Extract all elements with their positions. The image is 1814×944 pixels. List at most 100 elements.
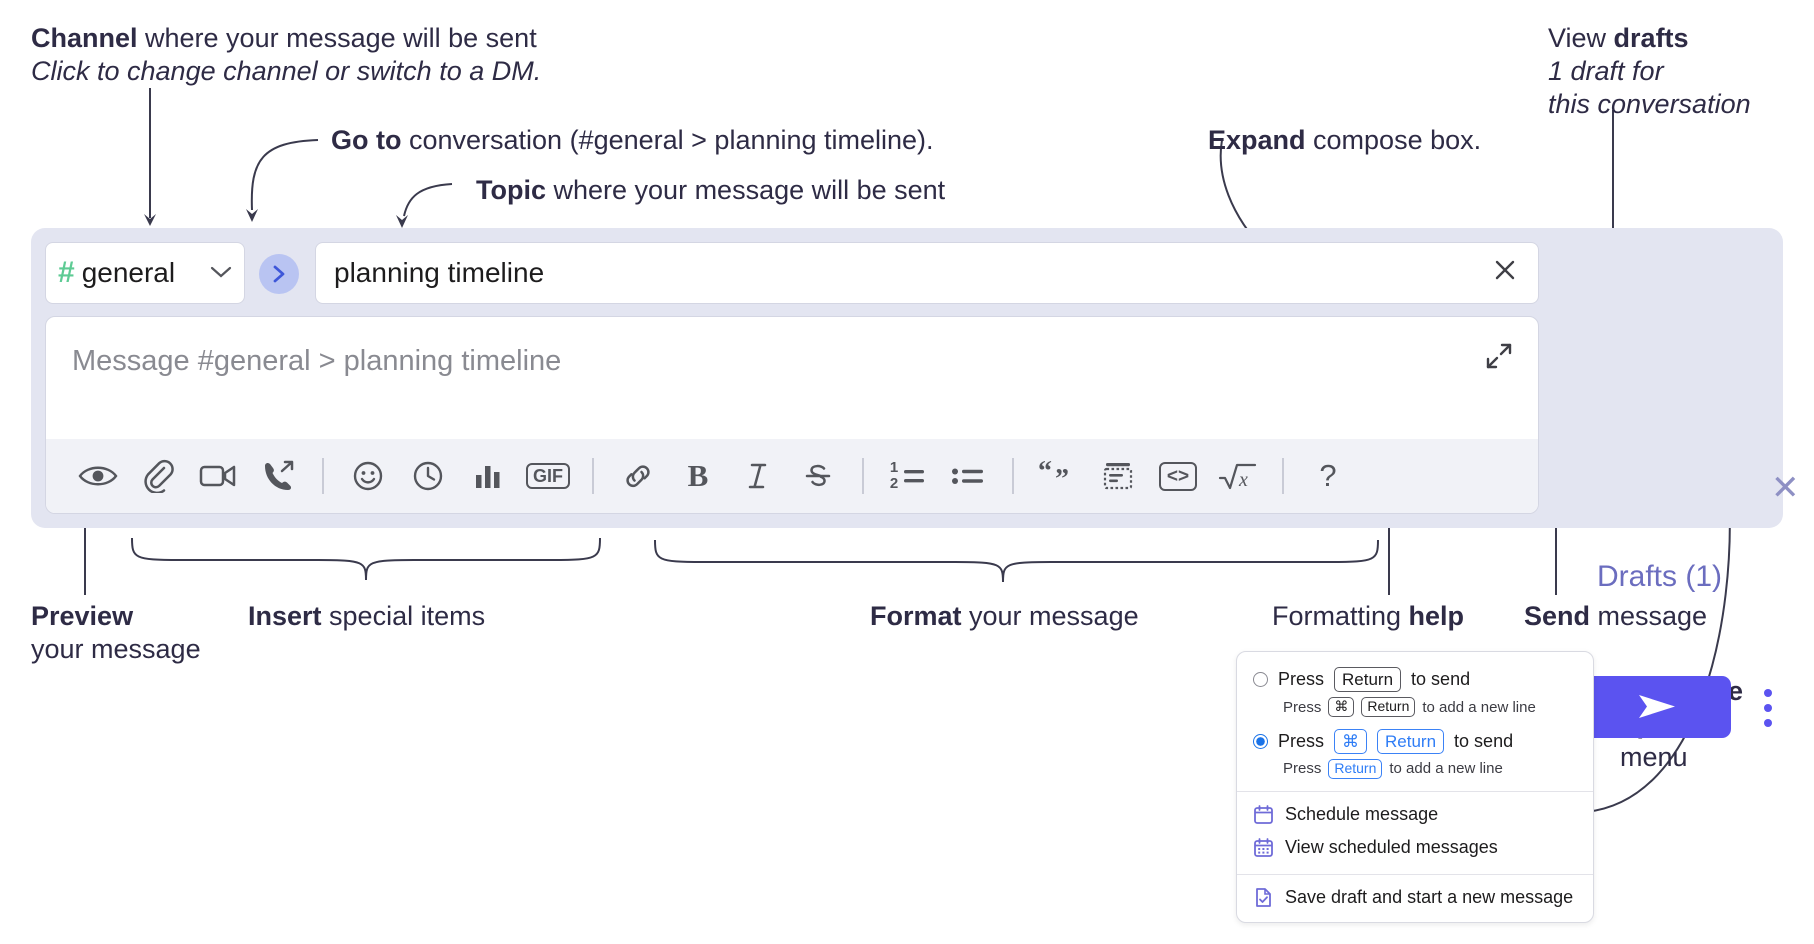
annotation-help-bold: help bbox=[1408, 601, 1465, 631]
formatting-toolbar: GIF B bbox=[46, 439, 1538, 513]
annotation-format-bold: Format bbox=[870, 601, 962, 631]
bold-icon[interactable]: B bbox=[668, 446, 728, 506]
blockquote-icon[interactable]: “ ” bbox=[1028, 446, 1088, 506]
video-camera-icon[interactable] bbox=[188, 446, 248, 506]
annotation-drafts-italic1: 1 draft for bbox=[1548, 55, 1664, 86]
compose-panel: ✕ Drafts (1) # general planning timeline bbox=[31, 228, 1800, 738]
ol-num-1: 1 bbox=[889, 459, 899, 477]
send-paper-plane-icon bbox=[1639, 695, 1675, 718]
toolbar-separator bbox=[1012, 458, 1014, 494]
annotation-drafts: View drafts 1 draft for this conversatio… bbox=[1548, 22, 1751, 121]
math-icon[interactable]: x bbox=[1208, 446, 1268, 506]
menu-radio-option-cmd-return[interactable]: Press ⌘ Return to send bbox=[1237, 726, 1593, 757]
drafts-link[interactable]: Drafts (1) bbox=[1597, 560, 1723, 593]
panel-close-icon[interactable]: ✕ bbox=[1771, 469, 1800, 507]
radio-unselected-icon bbox=[1253, 672, 1268, 688]
option1-sub-tail: to add a new line bbox=[1422, 698, 1536, 716]
annotation-send-bold: Send bbox=[1524, 601, 1591, 631]
kebab-dot bbox=[1764, 719, 1772, 727]
kebab-dot bbox=[1764, 704, 1772, 712]
toolbar-separator bbox=[592, 458, 594, 494]
annotation-format-rest: your message bbox=[961, 601, 1139, 631]
help-icon[interactable]: ? bbox=[1298, 446, 1358, 506]
strikethrough-icon[interactable] bbox=[788, 446, 848, 506]
send-button[interactable] bbox=[1583, 676, 1731, 738]
annotation-goto-bold: Go to bbox=[331, 125, 402, 155]
annotation-channel-bold: Channel bbox=[31, 23, 138, 53]
message-input-box[interactable]: Message #general > planning timeline bbox=[45, 316, 1539, 514]
menu-radio-option-return[interactable]: Press Return to send bbox=[1237, 664, 1593, 695]
preview-icon[interactable] bbox=[68, 446, 128, 506]
menu-divider bbox=[1237, 873, 1593, 875]
menu-item-label: Schedule message bbox=[1285, 803, 1439, 824]
code-label: <> bbox=[1158, 461, 1198, 491]
ordered-list-icon[interactable]: 1 2 bbox=[878, 446, 938, 506]
annotation-channel: Channel where your message will be sent … bbox=[31, 22, 541, 88]
emoji-icon[interactable] bbox=[338, 446, 398, 506]
channel-name: general bbox=[81, 257, 176, 288]
expand-compose-button[interactable] bbox=[1482, 339, 1516, 373]
help-label: ? bbox=[1319, 458, 1337, 493]
compose-options-menu: Press Return to send Press ⌘ Return to a… bbox=[1236, 651, 1594, 923]
link-icon[interactable] bbox=[608, 446, 668, 506]
annotation-format: Format your message bbox=[870, 600, 1139, 633]
menu-item-schedule-message[interactable]: Schedule message bbox=[1237, 798, 1593, 831]
ordered-list-numbers: 1 2 bbox=[890, 460, 898, 492]
annotation-preview-line2: your message bbox=[31, 633, 201, 664]
annotation-send: Send message bbox=[1524, 600, 1707, 633]
poll-icon[interactable] bbox=[458, 446, 518, 506]
option1-key-return: Return bbox=[1334, 667, 1402, 693]
option1-sub-press: Press bbox=[1283, 698, 1322, 716]
annotation-drafts-bold: drafts bbox=[1613, 23, 1689, 53]
clock-icon[interactable] bbox=[398, 446, 458, 506]
svg-text:“: “ bbox=[1038, 461, 1052, 487]
annotation-preview-bold: Preview bbox=[31, 601, 134, 631]
bulleted-list-icon[interactable] bbox=[938, 446, 998, 506]
code-block-icon[interactable] bbox=[1088, 446, 1148, 506]
audio-clip-icon[interactable] bbox=[248, 446, 308, 506]
italic-icon[interactable] bbox=[728, 446, 788, 506]
topic-clear-icon[interactable] bbox=[1490, 255, 1520, 291]
svg-text:x: x bbox=[1238, 469, 1248, 491]
ol-num-2: 2 bbox=[889, 475, 899, 492]
annotation-preview: Preview your message bbox=[31, 600, 201, 666]
option1-press: Press bbox=[1278, 669, 1325, 690]
menu-item-save-draft[interactable]: Save draft and start a new message bbox=[1237, 881, 1593, 914]
annotation-topic-rest: where your message will be sent bbox=[546, 175, 946, 205]
annotation-expand: Expand compose box. bbox=[1208, 124, 1481, 157]
toolbar-separator bbox=[1282, 458, 1284, 494]
save-draft-icon bbox=[1253, 887, 1274, 908]
expand-diagonal-icon bbox=[1486, 343, 1512, 369]
code-icon[interactable]: <> bbox=[1148, 446, 1208, 506]
compose-options-button[interactable] bbox=[1753, 683, 1783, 733]
annotation-compose-options-l3: menu bbox=[1620, 741, 1688, 772]
annotation-expand-bold: Expand bbox=[1208, 125, 1306, 155]
annotation-topic-bold: Topic bbox=[476, 175, 546, 205]
option1-sub-key-cmd: ⌘ bbox=[1328, 697, 1355, 717]
menu-item-view-scheduled-messages[interactable]: View scheduled messages bbox=[1237, 831, 1593, 864]
annotation-help: Formatting help bbox=[1272, 600, 1464, 633]
channel-picker[interactable]: # general bbox=[45, 242, 245, 304]
gif-icon[interactable]: GIF bbox=[518, 446, 578, 506]
kebab-dot bbox=[1764, 689, 1772, 697]
svg-text:”: ” bbox=[1055, 464, 1069, 491]
toolbar-separator bbox=[322, 458, 324, 494]
annotation-insert-bold: Insert bbox=[248, 601, 322, 631]
option2-sub-key-return: Return bbox=[1328, 759, 1383, 779]
annotation-expand-rest: compose box. bbox=[1305, 125, 1482, 155]
menu-item-label: View scheduled messages bbox=[1285, 836, 1498, 857]
gif-label: GIF bbox=[526, 463, 570, 489]
goto-conversation-button[interactable] bbox=[259, 254, 299, 294]
bold-label: B bbox=[687, 458, 709, 493]
calendar-schedule-icon bbox=[1253, 804, 1274, 825]
annotation-help-rest: Formatting bbox=[1272, 601, 1409, 631]
chevron-down-icon bbox=[210, 262, 232, 285]
menu-item-label: Save draft and start a new message bbox=[1285, 886, 1574, 907]
annotation-send-rest: message bbox=[1590, 601, 1708, 631]
menu-sub-option-return: Press ⌘ Return to add a new line bbox=[1237, 695, 1593, 719]
annotation-goto-rest: conversation (#general > planning timeli… bbox=[401, 125, 934, 155]
topic-field[interactable]: planning timeline bbox=[315, 242, 1539, 304]
annotation-channel-rest: where your message will be sent bbox=[137, 23, 537, 53]
attachment-icon[interactable] bbox=[128, 446, 188, 506]
option2-sub-tail: to add a new line bbox=[1389, 760, 1503, 778]
